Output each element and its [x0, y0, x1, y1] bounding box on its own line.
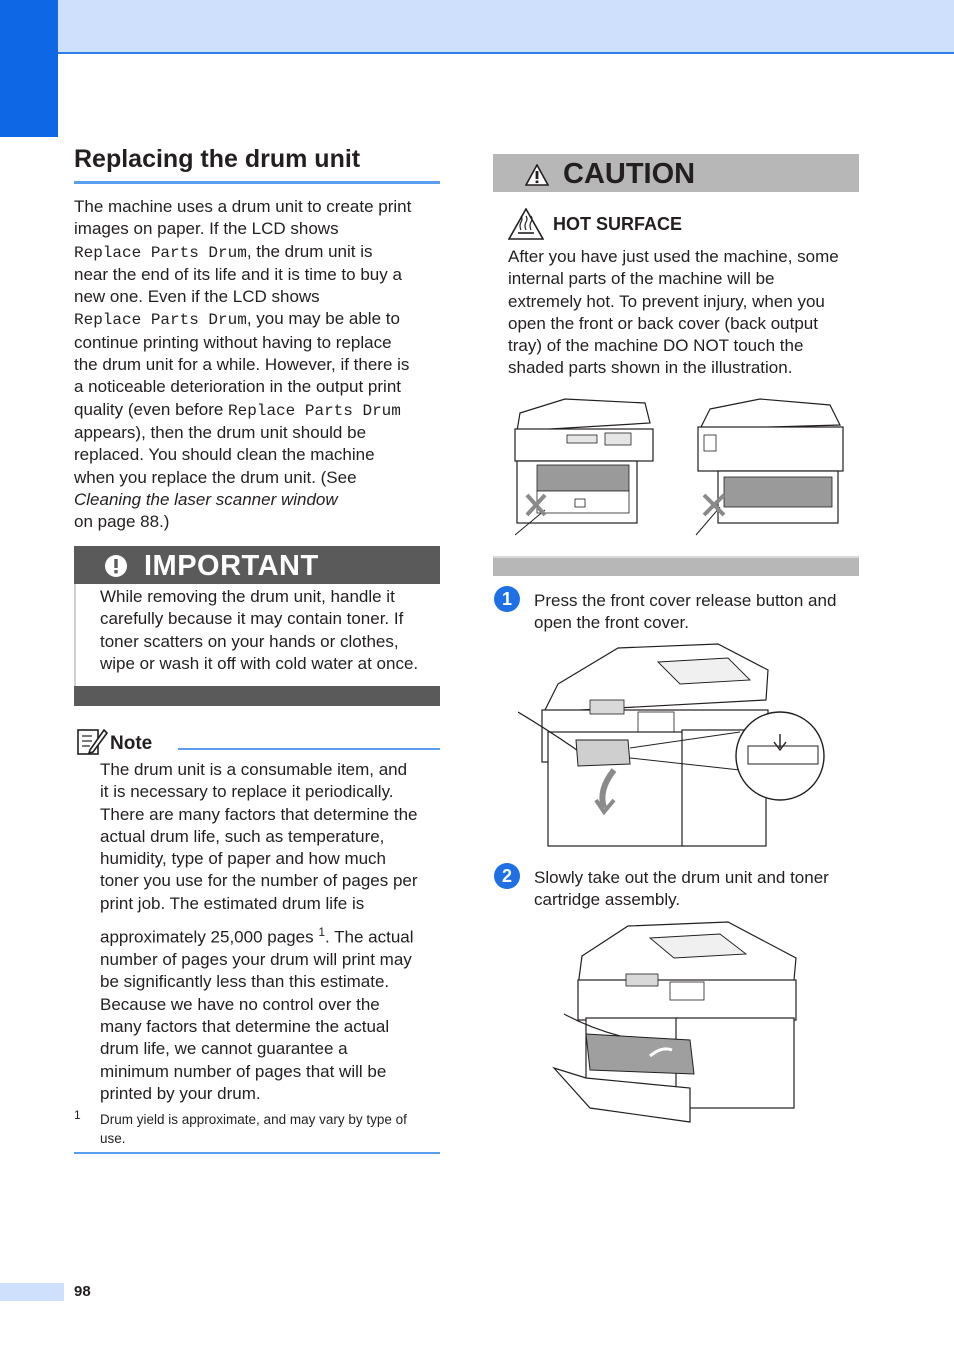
chapter-tab [0, 0, 58, 137]
step-2-text: Slowly take out the drum unit and toner … [534, 868, 829, 910]
note-rule [178, 748, 440, 750]
important-text: While removing the drum unit, handle it … [100, 587, 419, 673]
machine-back-hot-parts-illustration [695, 398, 844, 536]
lcd-message: Replace Parts Drum [228, 401, 401, 420]
footnote-number: 1 [74, 1108, 81, 1122]
header-band [0, 0, 954, 54]
important-header: IMPORTANT [74, 546, 440, 584]
page-number: 98 [74, 1283, 91, 1300]
title-underline [74, 181, 440, 184]
cross-reference-link[interactable]: Cleaning the laser scanner window [74, 489, 338, 509]
hot-surface-label: HOT SURFACE [553, 214, 683, 234]
note-text: The drum unit is a consumable item, and … [100, 760, 418, 1103]
footnote-ref[interactable]: 1 [318, 925, 325, 940]
warning-triangle-icon [525, 164, 549, 186]
step-2-badge: 2 [494, 863, 520, 889]
important-side-rule [74, 584, 76, 686]
caution-label: CAUTION [563, 158, 696, 190]
footnote-text: Drum yield is approximate, and may vary … [100, 1112, 407, 1146]
lcd-message: Replace Parts Drum [74, 311, 247, 330]
section-title: Replacing the drum unit [74, 145, 361, 173]
lcd-message: Replace Parts Drum [74, 243, 247, 262]
machine-front-hot-parts-illustration [514, 398, 654, 536]
step-1-badge: 1 [494, 586, 520, 612]
caution-text: After you have just used the machine, so… [508, 247, 839, 378]
caution-footer-bar [493, 556, 859, 576]
caution-header: CAUTION [493, 154, 859, 192]
step-1-text: Press the front cover release button and… [534, 591, 837, 633]
intro-paragraph: The machine uses a drum unit to create p… [74, 196, 444, 533]
note-icon [77, 728, 108, 755]
open-front-cover-illustration [518, 643, 825, 847]
footnote-rule [74, 1152, 440, 1154]
important-label: IMPORTANT [144, 550, 319, 582]
page-number-band [0, 1283, 64, 1301]
important-icon [105, 555, 127, 577]
hot-surface-icon [508, 208, 544, 240]
important-footer-bar [74, 686, 440, 706]
note-label: Note [110, 733, 153, 754]
remove-drum-unit-illustration [552, 921, 797, 1123]
